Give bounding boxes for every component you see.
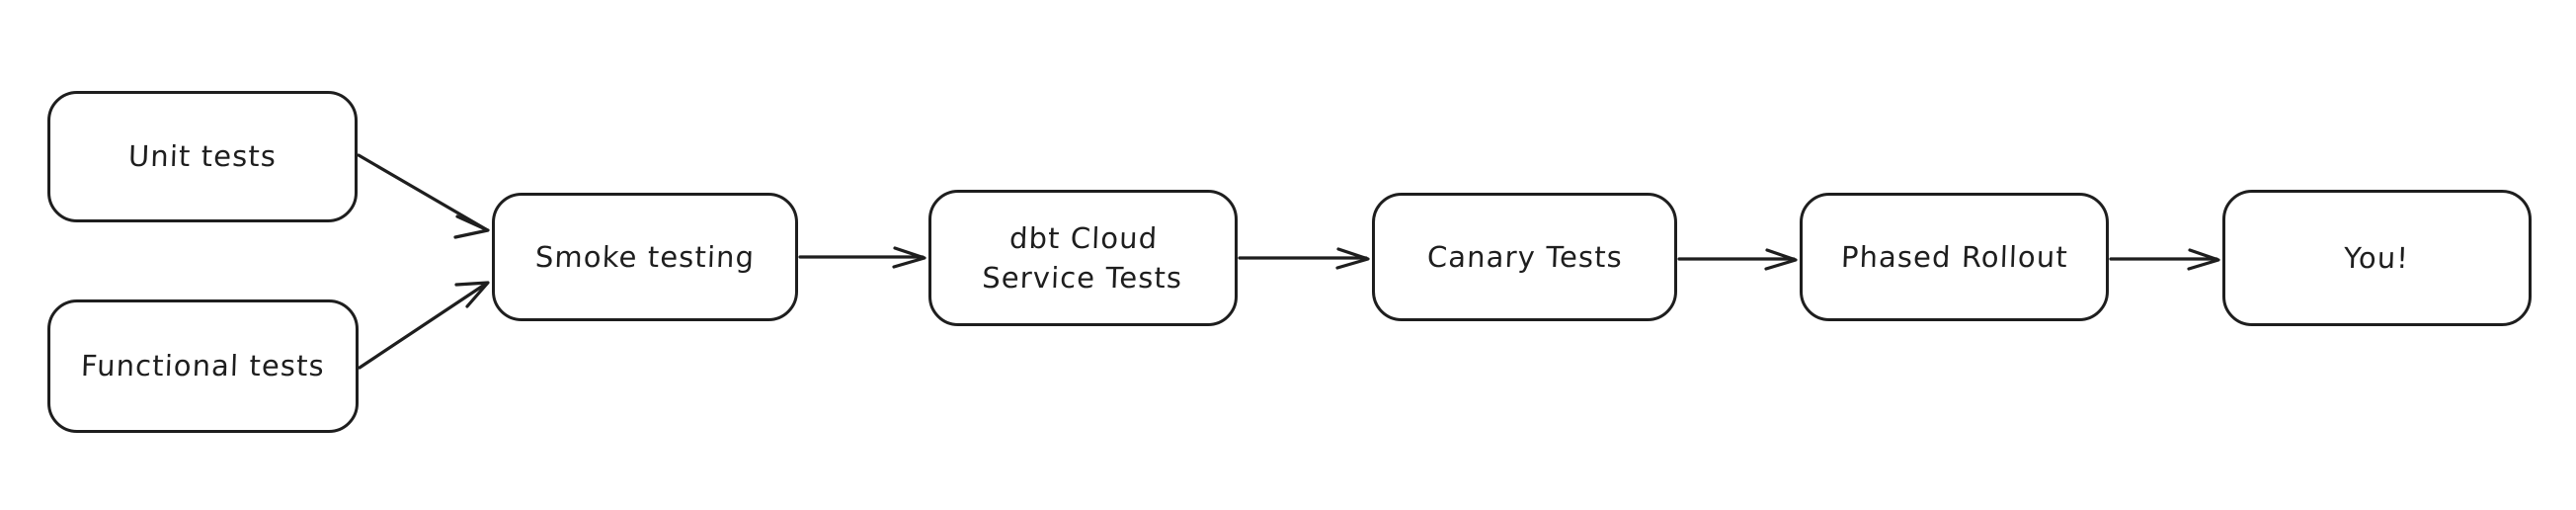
edge-functional-to-smoke: [358, 281, 490, 370]
node-dbt-cloud-service-tests[interactable]: dbt Cloud Service Tests: [928, 190, 1238, 326]
node-unit-tests[interactable]: Unit tests: [47, 91, 358, 222]
node-functional-tests[interactable]: Functional tests: [47, 299, 359, 433]
node-label: You!: [2343, 240, 2411, 275]
node-label: Functional tests: [80, 349, 326, 383]
node-smoke-testing[interactable]: Smoke testing: [492, 193, 798, 321]
edge-unit-to-smoke: [357, 153, 490, 239]
node-canary-tests[interactable]: Canary Tests: [1372, 193, 1677, 321]
edge-phased-to-you: [2109, 248, 2220, 271]
node-label: Phased Rollout: [1839, 239, 2069, 274]
edge-dbt-to-canary: [1238, 247, 1370, 270]
node-label: Unit tests: [127, 139, 278, 174]
node-you[interactable]: You!: [2222, 190, 2532, 326]
edge-smoke-to-dbt: [798, 246, 926, 269]
edge-canary-to-phased: [1677, 248, 1798, 271]
node-label: dbt Cloud Service Tests: [981, 220, 1183, 295]
node-label: Canary Tests: [1425, 239, 1624, 274]
node-phased-rollout[interactable]: Phased Rollout: [1800, 193, 2109, 321]
node-label: Smoke testing: [534, 239, 756, 274]
